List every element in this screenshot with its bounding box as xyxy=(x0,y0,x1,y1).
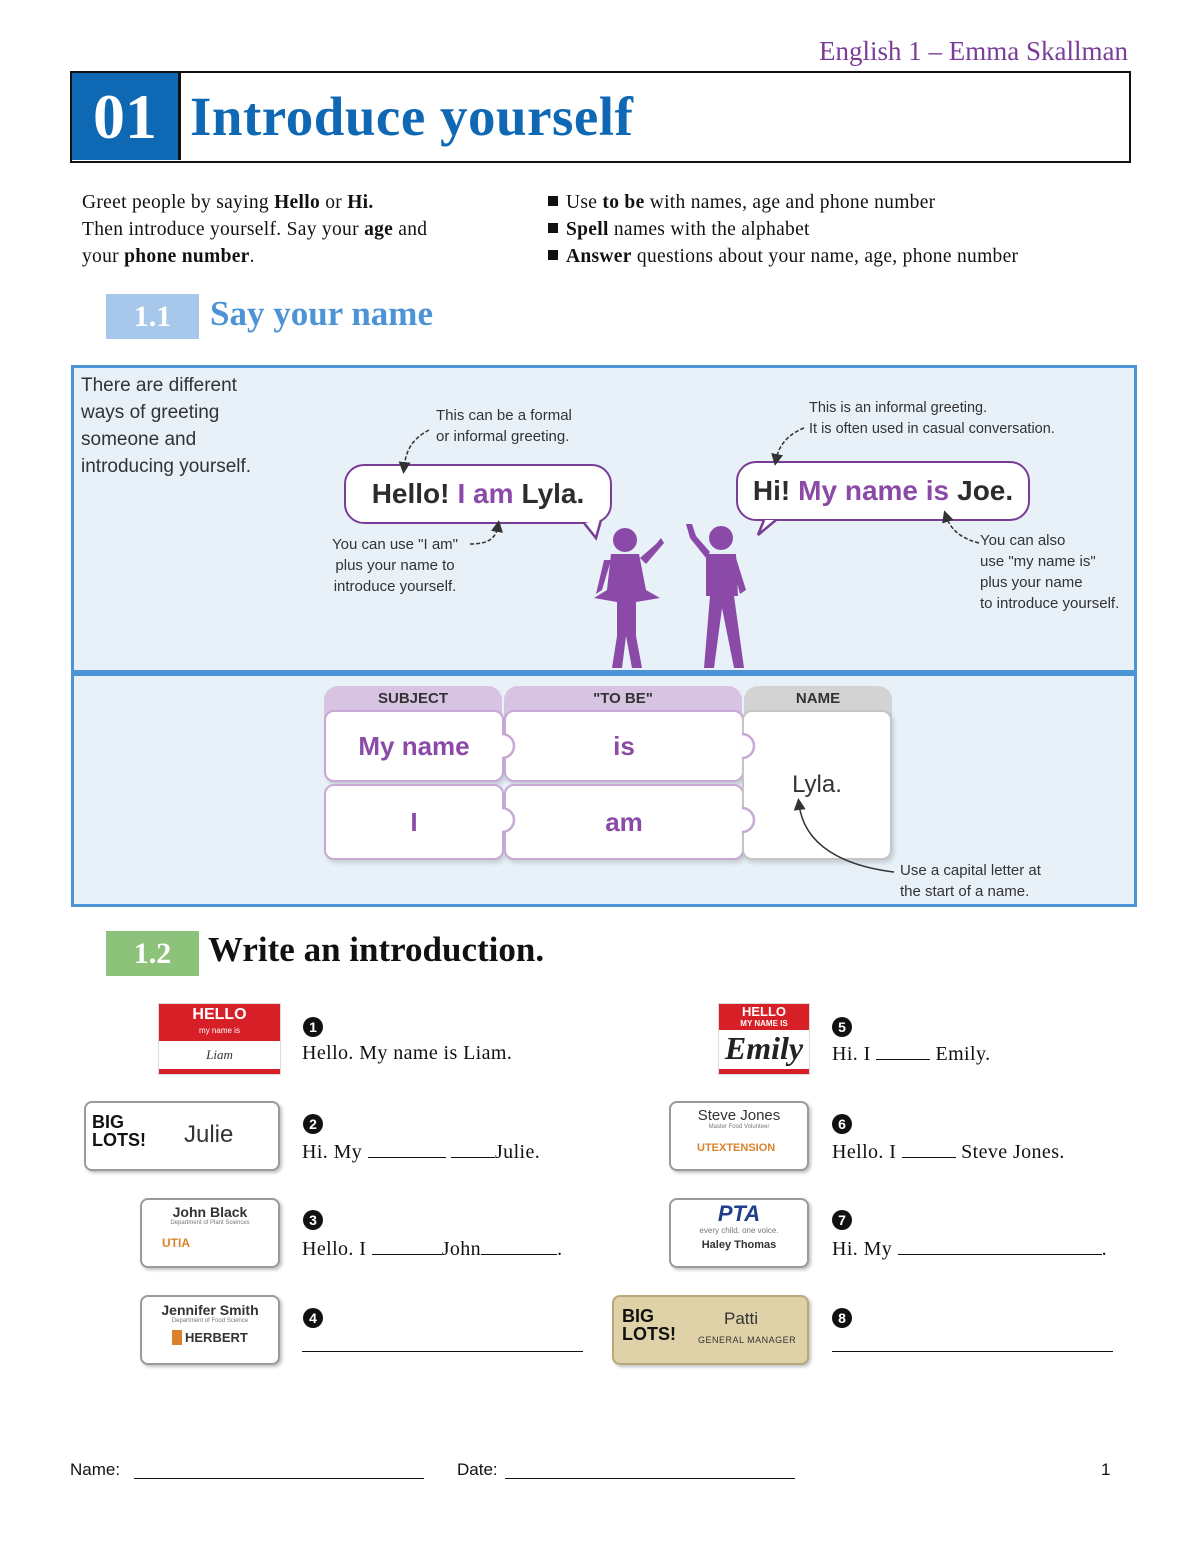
name-tag-patti: BIG LOTS! Patti GENERAL MANAGER xyxy=(612,1295,809,1365)
exercise-number: 5 xyxy=(832,1017,852,1037)
objective-item: Spell names with the alphabet xyxy=(548,216,1148,243)
bullet-square-icon xyxy=(548,250,558,260)
arrow-informal xyxy=(771,427,805,466)
course-title: English 1 – Emma Skallman xyxy=(819,36,1128,66)
answer-blank[interactable] xyxy=(367,1140,446,1158)
name-label: Name: xyxy=(70,1460,121,1479)
page-number: 1 xyxy=(1101,1460,1111,1479)
section-number: 1.2 xyxy=(106,931,199,976)
puzzle-cell-i: I xyxy=(324,784,504,860)
section-title: Write an introduction. xyxy=(208,930,545,969)
exercise-number: 6 xyxy=(832,1114,852,1134)
name-tag-steve: Steve Jones Master Food Volunteer UTEXTE… xyxy=(669,1101,809,1171)
answer-blank[interactable] xyxy=(897,1237,1102,1255)
exercise-number: 4 xyxy=(303,1308,323,1328)
answer-blank[interactable] xyxy=(451,1140,495,1158)
objective-item: Answer questions about your name, age, p… xyxy=(548,243,1148,270)
arrow-capital-letter xyxy=(793,798,895,873)
section-number: 1.1 xyxy=(106,294,199,339)
note-i-am: You can use "I am" plus your name to int… xyxy=(332,536,459,595)
name-tag-liam: HELLO my name is Liam xyxy=(158,1003,281,1075)
exercise-6-text: Hello. I Steve Jones. xyxy=(832,1140,1065,1163)
section-title: Say your name xyxy=(210,294,433,333)
title-divider xyxy=(178,73,181,160)
date-line[interactable] xyxy=(505,1477,795,1479)
bullet-square-icon xyxy=(548,223,558,233)
objectives-list: Use to be with names, age and phone numb… xyxy=(548,189,1148,270)
puzzle-cell-am: am xyxy=(504,784,744,860)
name-tag-emily: HELLO MY NAME IS Emily xyxy=(718,1003,810,1075)
note-my-name-is: You can also use "my name is" plus your … xyxy=(980,532,1120,612)
name-tag-john: John Black Department of Plant Sciences … xyxy=(140,1198,280,1268)
puzzle-cell-is: is xyxy=(504,710,744,782)
exercise-number: 1 xyxy=(303,1017,323,1037)
answer-line[interactable] xyxy=(832,1350,1113,1352)
puzzle-knob xyxy=(501,732,516,760)
date-label: Date: xyxy=(457,1460,498,1479)
exercise-number: 2 xyxy=(303,1114,323,1134)
greeting-illustration xyxy=(398,427,980,668)
exercise-2-text: Hi. My Julie. xyxy=(302,1140,541,1163)
unit-number: 01 xyxy=(72,73,178,160)
arrow-my-name-is xyxy=(942,510,980,544)
name-line[interactable] xyxy=(134,1477,424,1479)
bullet-square-icon xyxy=(548,196,558,206)
puzzle-knob xyxy=(741,806,756,834)
puzzle-cell-my-name: My name xyxy=(324,710,504,782)
objective-item: Use to be with names, age and phone numb… xyxy=(548,189,1148,216)
panel-description: There are different ways of greeting som… xyxy=(81,375,252,477)
bubble-tail-right xyxy=(756,519,777,536)
exercise-5-text: Hi. I Emily. xyxy=(832,1042,991,1065)
answer-blank[interactable] xyxy=(901,1140,956,1158)
answer-line[interactable] xyxy=(302,1350,583,1352)
answer-blank[interactable] xyxy=(481,1237,558,1255)
answer-blank[interactable] xyxy=(371,1237,442,1255)
exercise-3-text: Hello. I John. xyxy=(302,1237,563,1260)
arrow-formal xyxy=(398,429,430,474)
woman-figure-icon xyxy=(594,528,664,668)
note-informal: This is an informal greeting. It is ofte… xyxy=(809,400,1055,437)
grammar-panel: SUBJECT "TO BE" NAME My name is I am Lyl… xyxy=(71,673,1137,907)
greetings-panel: There are different ways of greeting som… xyxy=(71,365,1137,673)
exercise-number: 8 xyxy=(832,1308,852,1328)
exercise-7-text: Hi. My . xyxy=(832,1237,1107,1260)
arrow-i-am xyxy=(469,520,503,545)
exercise-number: 3 xyxy=(303,1210,323,1230)
unit-title: Introduce yourself xyxy=(190,86,634,147)
intro-text: Greet people by saying Hello or Hi. Then… xyxy=(82,192,428,267)
man-figure-icon xyxy=(686,524,746,668)
puzzle-knob xyxy=(501,806,516,834)
exercise-number: 7 xyxy=(832,1210,852,1230)
puzzle-connectors xyxy=(501,732,895,873)
unit-title-box: 01 Introduce yourself xyxy=(70,71,1131,163)
name-tag-jennifer: Jennifer Smith Department of Food Scienc… xyxy=(140,1295,280,1365)
bubble-tail-left xyxy=(583,519,603,541)
name-tag-haley: PTA every child. one voice. Haley Thomas xyxy=(669,1198,809,1268)
name-tag-julie: BIG LOTS! Julie xyxy=(84,1101,280,1171)
answer-blank[interactable] xyxy=(876,1042,931,1060)
puzzle-cell-lyla: Lyla. xyxy=(742,710,892,860)
note-formal: This can be a formal or informal greetin… xyxy=(436,407,572,445)
note-capital-letter: Use a capital letter at the start of a n… xyxy=(900,862,1041,900)
exercise-1-text: Hello. My name is Liam. xyxy=(302,1042,513,1064)
puzzle-knob xyxy=(741,732,756,760)
